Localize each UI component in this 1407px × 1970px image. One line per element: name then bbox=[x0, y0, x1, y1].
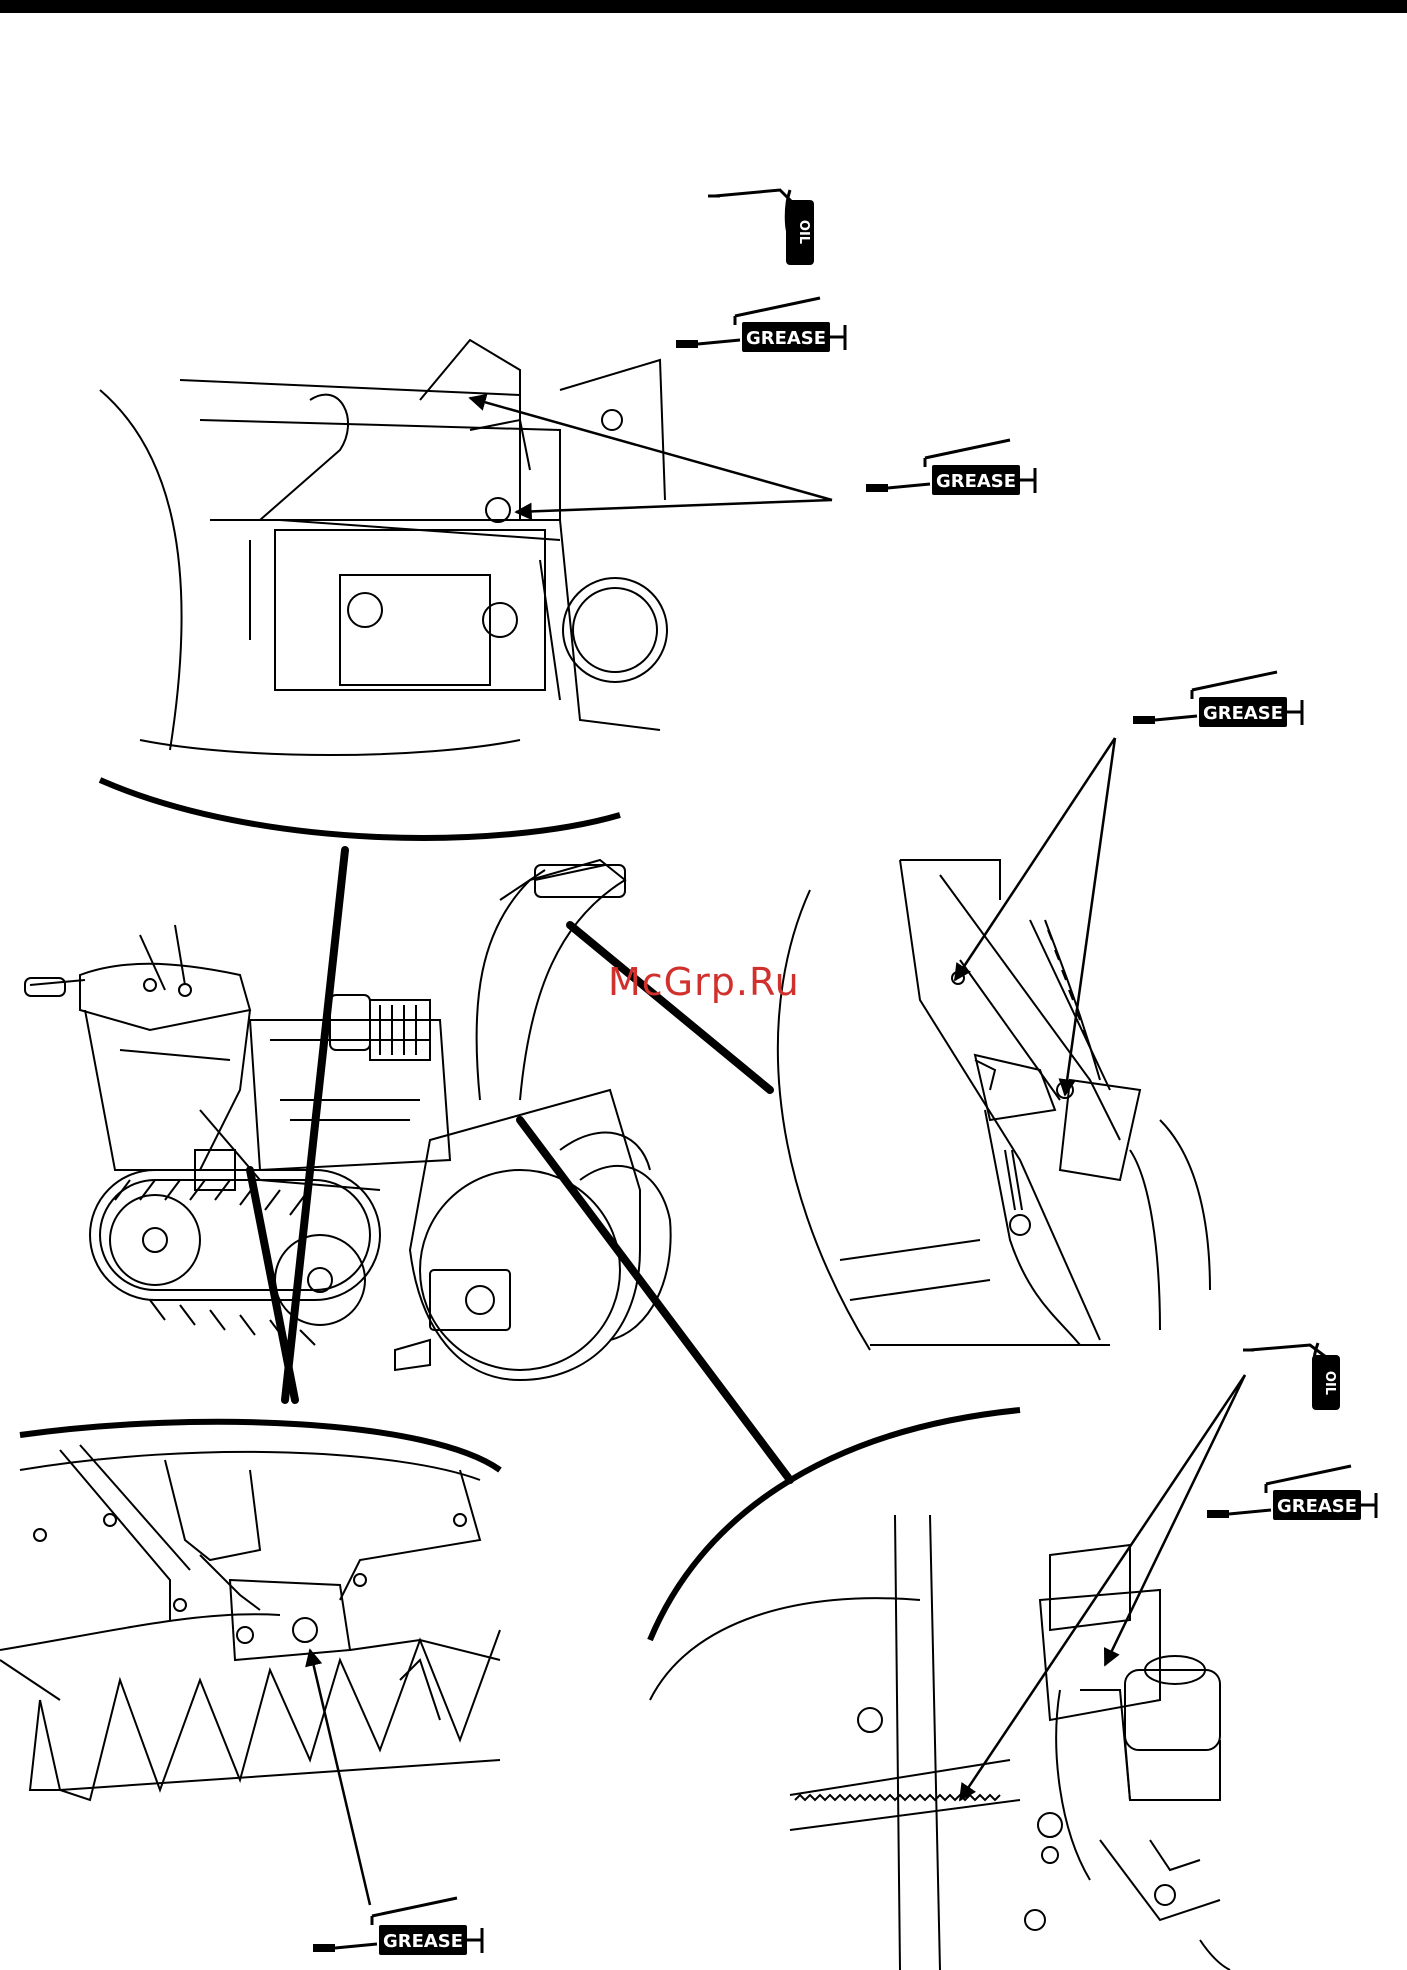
oil-label: OIL bbox=[1322, 1371, 1337, 1395]
bottom-right-pointer-lines bbox=[960, 1375, 1245, 1800]
callout-leader-lines bbox=[250, 850, 790, 1480]
grease-label: GREASE bbox=[383, 1931, 463, 1952]
right-mid-pointer-lines bbox=[955, 738, 1115, 1095]
grease-label: GREASE bbox=[746, 328, 826, 349]
detail-bottom-right-callout-arc bbox=[650, 1410, 1020, 1640]
detail-bottom-left-callout-arc bbox=[20, 1422, 500, 1470]
bottom-left-pointer-lines bbox=[310, 1650, 370, 1905]
grease-label: GREASE bbox=[936, 471, 1016, 492]
grease-label: GREASE bbox=[1203, 703, 1283, 724]
detail-top-axle bbox=[100, 340, 667, 755]
oil-label: OIL bbox=[796, 220, 811, 244]
detail-bottom-left-track-drive bbox=[0, 1445, 500, 1800]
top-detail-pointer-lines bbox=[470, 398, 832, 512]
grease-label: GREASE bbox=[1277, 1496, 1357, 1517]
detail-top-callout-arc bbox=[100, 780, 620, 838]
watermark-text: McGrp.Ru bbox=[608, 960, 800, 1004]
snowblower-main-machine bbox=[25, 860, 671, 1380]
detail-right-chute-spring bbox=[778, 860, 1210, 1350]
detail-bottom-right-chute-gear bbox=[650, 1515, 1230, 1970]
